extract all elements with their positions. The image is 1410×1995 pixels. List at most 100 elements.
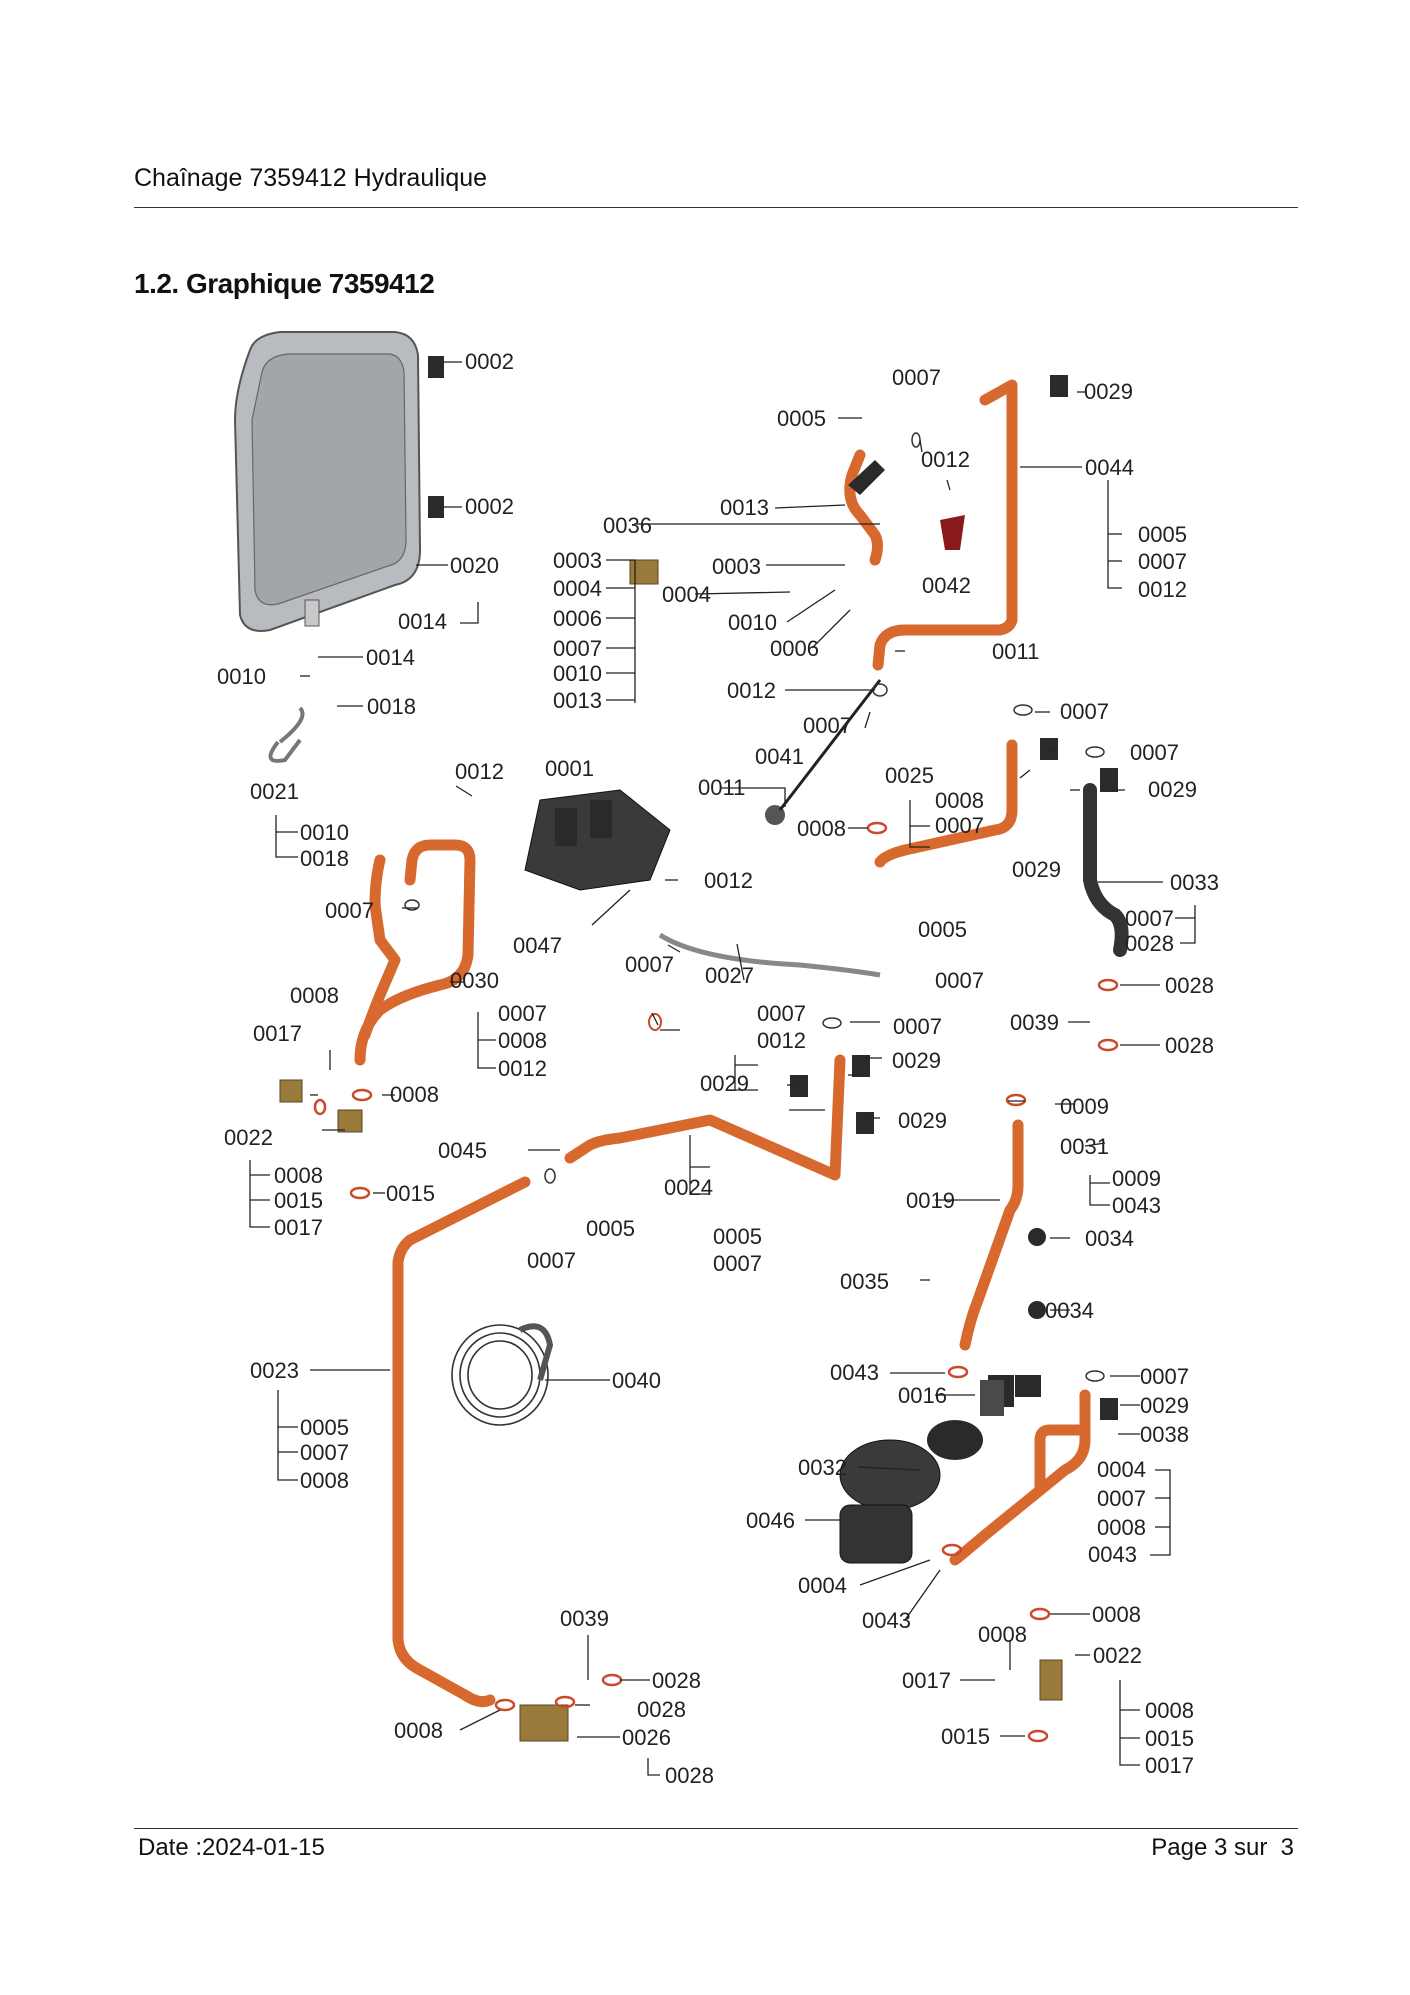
callout-label: 0043 — [862, 1608, 911, 1633]
callout-label: 0038 — [1140, 1422, 1189, 1447]
callout-label: 0003 — [712, 554, 761, 579]
callout-label: 0017 — [1145, 1753, 1194, 1778]
callout-label: 0014 — [398, 609, 447, 634]
callout-label: 0012 — [727, 678, 776, 703]
callout-label: 0042 — [922, 573, 971, 598]
callout-label: 0014 — [366, 645, 415, 670]
pipe-set — [354, 379, 1091, 1708]
callout-label: 0028 — [637, 1697, 686, 1722]
callout-label: 0007 — [527, 1248, 576, 1273]
callout-label: 0017 — [274, 1215, 323, 1240]
callout-label: 0007 — [935, 968, 984, 993]
callout-label: 0005 — [713, 1224, 762, 1249]
callout-label: 0008 — [935, 788, 984, 813]
callout-label: 0029 — [1084, 379, 1133, 404]
callout-label: 0007 — [1140, 1364, 1189, 1389]
callout-label: 0018 — [300, 846, 349, 871]
seals-and-orings — [313, 432, 1119, 1743]
callout-label: 0040 — [612, 1368, 661, 1393]
callout-label: 0008 — [290, 983, 339, 1008]
callout-label: 0029 — [1012, 857, 1061, 882]
callout-label: 0002 — [465, 494, 514, 519]
callout-label: 0006 — [770, 636, 819, 661]
callout-label: 0034 — [1045, 1298, 1094, 1323]
callout-label: 0028 — [1165, 973, 1214, 998]
callout-label: 0045 — [438, 1138, 487, 1163]
callout-label: 0017 — [902, 1668, 951, 1693]
callout-label: 0013 — [553, 688, 602, 713]
footer-page-number: Page 3 sur 3 — [1151, 1834, 1294, 1861]
callout-label: 0029 — [892, 1048, 941, 1073]
callout-label: 0003 — [553, 548, 602, 573]
callout-label: 0008 — [978, 1622, 1027, 1647]
callout-label: 0005 — [918, 917, 967, 942]
callout-label: 0012 — [455, 759, 504, 784]
callout-label: 0034 — [1085, 1226, 1134, 1251]
callout-label: 0019 — [906, 1188, 955, 1213]
expansion-vessel — [233, 331, 422, 632]
callout-label: 0008 — [1097, 1515, 1146, 1540]
callout-label: 0026 — [622, 1725, 671, 1750]
callout-label: 0024 — [664, 1175, 713, 1200]
callout-label: 0043 — [1088, 1542, 1137, 1567]
callout-label: 0008 — [274, 1163, 323, 1188]
callout-label: 0007 — [935, 813, 984, 838]
callout-label: 0043 — [830, 1360, 879, 1385]
callout-label: 0007 — [892, 365, 941, 390]
callout-label: 0030 — [450, 968, 499, 993]
callout-label: 0007 — [803, 713, 852, 738]
leader-lines — [249, 361, 1196, 1776]
callout-label: 0028 — [665, 1763, 714, 1788]
callout-label: 0018 — [367, 694, 416, 719]
small-fittings — [279, 356, 1118, 1742]
callout-label: 0007 — [553, 636, 602, 661]
callout-label: 0008 — [797, 816, 846, 841]
callout-label: 0004 — [1097, 1457, 1146, 1482]
callout-label: 0012 — [498, 1056, 547, 1081]
callout-label: 0032 — [798, 1455, 847, 1480]
bypass-hose-coil — [451, 1323, 554, 1426]
callout-label: 0021 — [250, 779, 299, 804]
callout-label: 0007 — [300, 1440, 349, 1465]
callout-label: 0006 — [553, 606, 602, 631]
callout-label: 0009 — [1112, 1166, 1161, 1191]
callout-label: 0012 — [1138, 577, 1187, 602]
callout-label: 0041 — [755, 744, 804, 769]
callout-label: 0011 — [992, 639, 1039, 664]
callout-label: 0008 — [1092, 1602, 1141, 1627]
callout-label: 0008 — [1145, 1698, 1194, 1723]
callout-label: 0047 — [513, 933, 562, 958]
callout-label: 0015 — [386, 1181, 435, 1206]
callout-label: 0029 — [700, 1071, 749, 1096]
callout-label: 0022 — [224, 1125, 273, 1150]
callout-label: 0029 — [898, 1108, 947, 1133]
callout-labels: 0002 0002 0020 0014 0014 0010 0018 0021 … — [217, 349, 1219, 1788]
callout-label: 0007 — [1125, 906, 1174, 931]
callout-label: 0012 — [757, 1028, 806, 1053]
callout-label: 0005 — [1138, 522, 1187, 547]
callout-label: 0004 — [662, 582, 711, 607]
callout-label: 0043 — [1112, 1193, 1161, 1218]
callout-label: 0010 — [553, 661, 602, 686]
footer-divider — [134, 1828, 1298, 1829]
header-divider — [134, 207, 1298, 208]
callout-label: 0011 — [698, 775, 745, 800]
callout-label: 0007 — [1138, 549, 1187, 574]
callout-label: 0007 — [1060, 699, 1109, 724]
callout-label: 0004 — [553, 576, 602, 601]
callout-label: 0002 — [465, 349, 514, 374]
footer-date: Date :2024-01-15 — [138, 1834, 325, 1861]
callout-label: 0007 — [757, 1001, 806, 1026]
section-title: 1.2. Graphique 7359412 — [134, 268, 435, 299]
callout-label: 0007 — [1130, 740, 1179, 765]
callout-label: 0015 — [274, 1188, 323, 1213]
callout-label: 0035 — [840, 1269, 889, 1294]
callout-label: 0015 — [1145, 1726, 1194, 1751]
callout-label: 0027 — [705, 963, 754, 988]
callout-label: 0007 — [325, 898, 374, 923]
callout-label: 0009 — [1060, 1094, 1109, 1119]
callout-label: 0007 — [625, 952, 674, 977]
callout-label: 0005 — [586, 1216, 635, 1241]
callout-label: 0012 — [704, 868, 753, 893]
